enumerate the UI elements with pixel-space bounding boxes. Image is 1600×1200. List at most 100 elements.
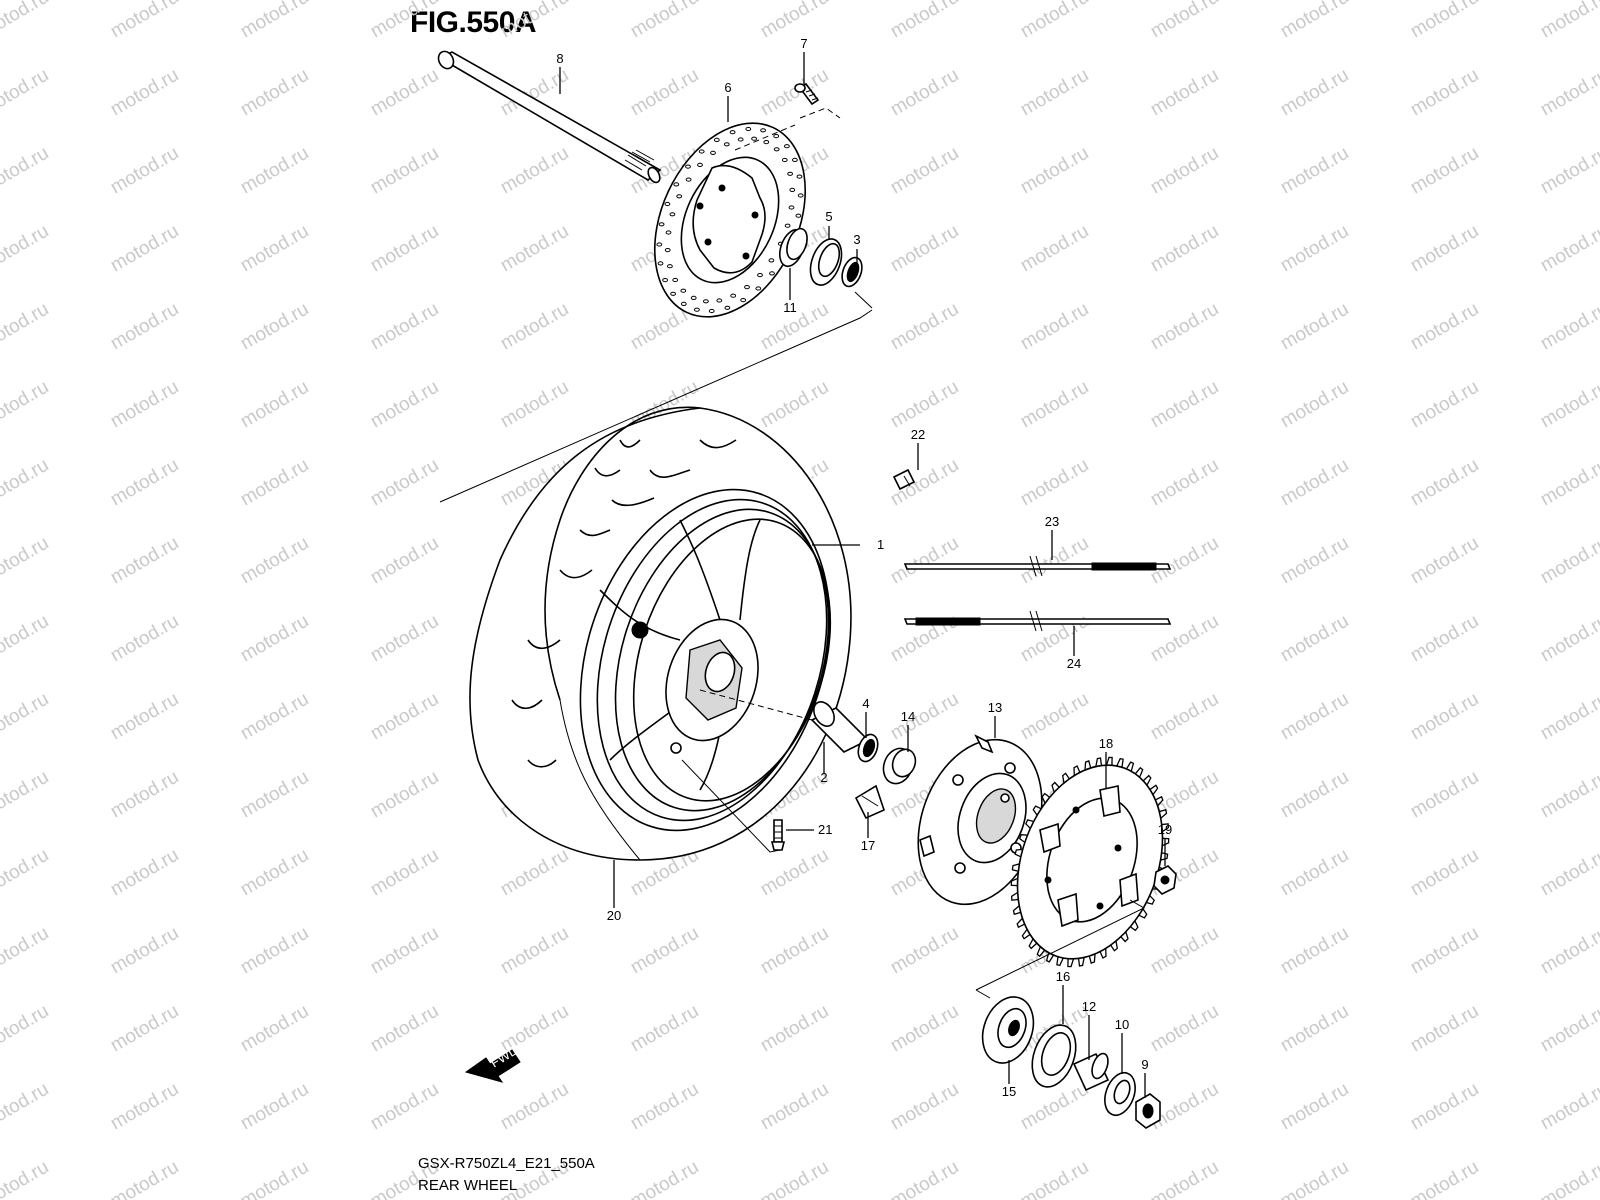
watermark-text: motod.ru <box>757 1157 832 1200</box>
watermark-text: motod.ru <box>1147 689 1222 745</box>
sprocket-nut-19[interactable] <box>1153 865 1177 895</box>
watermark-text: motod.ru <box>0 767 52 823</box>
oil-seal-5[interactable] <box>805 235 848 290</box>
callout-12[interactable]: 12 <box>1082 999 1096 1014</box>
watermark-text: motod.ru <box>1407 377 1482 433</box>
disc-vent-hole <box>784 223 791 228</box>
bearing-4[interactable] <box>855 732 881 764</box>
watermark-text: motod.ru <box>887 143 962 199</box>
disc-vent-hole <box>792 157 798 162</box>
callout-15[interactable]: 15 <box>1002 1084 1016 1099</box>
disc-vent-hole <box>665 230 672 235</box>
callout-20[interactable]: 20 <box>607 908 621 923</box>
watermark-text: motod.ru <box>627 0 702 42</box>
callout-4[interactable]: 4 <box>862 696 869 711</box>
callout-8[interactable]: 8 <box>556 51 563 66</box>
watermark-text: motod.ru <box>887 299 962 355</box>
disc-vent-hole <box>784 144 790 149</box>
brake-disc[interactable] <box>625 99 834 341</box>
disc-vent-hole <box>656 242 663 247</box>
watermark-text: motod.ru <box>497 143 572 199</box>
watermark-text: motod.ru <box>1147 1157 1222 1200</box>
callout-9[interactable]: 9 <box>1141 1057 1148 1072</box>
spacer-12[interactable] <box>1072 1051 1111 1092</box>
disc-vent-hole <box>737 137 744 142</box>
washer-10[interactable] <box>1099 1069 1140 1120</box>
callout-14[interactable]: 14 <box>901 709 915 724</box>
callout-10[interactable]: 10 <box>1115 1017 1129 1032</box>
callout-7[interactable]: 7 <box>800 36 807 51</box>
callout-22[interactable]: 22 <box>911 427 925 442</box>
watermark-text: motod.ru <box>1537 611 1600 667</box>
disc-vent-hole <box>698 149 705 154</box>
oil-seal-16[interactable] <box>1024 1019 1083 1093</box>
disc-vent-hole <box>667 264 673 269</box>
watermark-text: motod.ru <box>237 221 312 277</box>
watermark-text: motod.ru <box>107 299 182 355</box>
callout-3[interactable]: 3 <box>853 232 860 247</box>
spacer-2[interactable] <box>810 698 870 753</box>
watermark-text: motod.ru <box>1017 0 1092 42</box>
watermark-text: motod.ru <box>237 689 312 745</box>
watermark-text: motod.ru <box>1407 1157 1482 1200</box>
watermark-text: motod.ru <box>107 221 182 277</box>
watermark-text: motod.ru <box>1277 1157 1352 1200</box>
rear-sprocket[interactable] <box>992 745 1188 979</box>
watermark-text: motod.ru <box>107 533 182 589</box>
watermark-text: motod.ru <box>1537 221 1600 277</box>
callout-17[interactable]: 17 <box>861 838 875 853</box>
watermark-text: motod.ru <box>367 377 442 433</box>
bearing-15[interactable] <box>974 990 1042 1070</box>
callout-11[interactable]: 11 <box>783 300 797 315</box>
disc-bolt[interactable] <box>794 82 820 106</box>
watermark-text: motod.ru <box>107 1157 182 1200</box>
watermark-text: motod.ru <box>367 1001 442 1057</box>
watermark-text: motod.ru <box>237 0 312 42</box>
watermark-text: motod.ru <box>367 533 442 589</box>
damper-17[interactable] <box>854 784 885 820</box>
callout-16[interactable]: 16 <box>1056 969 1070 984</box>
strip-24[interactable] <box>903 610 1172 632</box>
bush-11[interactable] <box>775 226 811 270</box>
axle[interactable] <box>436 49 663 185</box>
callout-5[interactable]: 5 <box>825 209 832 224</box>
watermark-text: motod.ru <box>1537 0 1600 42</box>
callout-18[interactable]: 18 <box>1099 736 1113 751</box>
watermark-text: motod.ru <box>1277 1001 1352 1057</box>
valve-21[interactable] <box>770 819 786 851</box>
disc-vent-hole <box>680 301 687 306</box>
balance-weight-22[interactable] <box>892 468 916 491</box>
bush-14[interactable] <box>879 744 919 787</box>
watermark-text: motod.ru <box>237 845 312 901</box>
watermark-text: motod.ru <box>0 611 52 667</box>
watermark-text: motod.ru <box>1537 65 1600 121</box>
watermark-text: motod.ru <box>887 923 962 979</box>
watermark-text: motod.ru <box>107 923 182 979</box>
disc-vent-hole <box>751 136 757 141</box>
watermark-text: motod.ru <box>0 689 52 745</box>
watermark-text: motod.ru <box>0 1157 52 1200</box>
strip-23[interactable] <box>903 555 1172 577</box>
callout-2[interactable]: 2 <box>820 770 827 785</box>
callout-21[interactable]: 21 <box>818 822 832 837</box>
disc-vent-hole <box>796 174 803 179</box>
callout-13[interactable]: 13 <box>988 700 1002 715</box>
wheel-rim[interactable] <box>539 457 872 863</box>
callout-1[interactable]: 1 <box>877 537 884 552</box>
watermark-text: motod.ru <box>367 221 442 277</box>
watermark-text: motod.ru <box>1017 1157 1092 1200</box>
disc-vent-hole <box>716 298 723 303</box>
callout-24[interactable]: 24 <box>1067 656 1081 671</box>
watermark-text: motod.ru <box>1277 0 1352 42</box>
watermark-text: motod.ru <box>1147 455 1222 511</box>
bearing-3[interactable] <box>838 255 865 289</box>
callout-19[interactable]: 19 <box>1158 822 1172 837</box>
disc-vent-hole <box>740 298 747 303</box>
watermark-text: motod.ru <box>237 1079 312 1135</box>
watermark-text: motod.ru <box>367 143 442 199</box>
callout-6[interactable]: 6 <box>724 80 731 95</box>
axle-nut-9[interactable] <box>1135 1093 1161 1129</box>
watermark-text: motod.ru <box>1537 377 1600 433</box>
callout-23[interactable]: 23 <box>1045 514 1059 529</box>
